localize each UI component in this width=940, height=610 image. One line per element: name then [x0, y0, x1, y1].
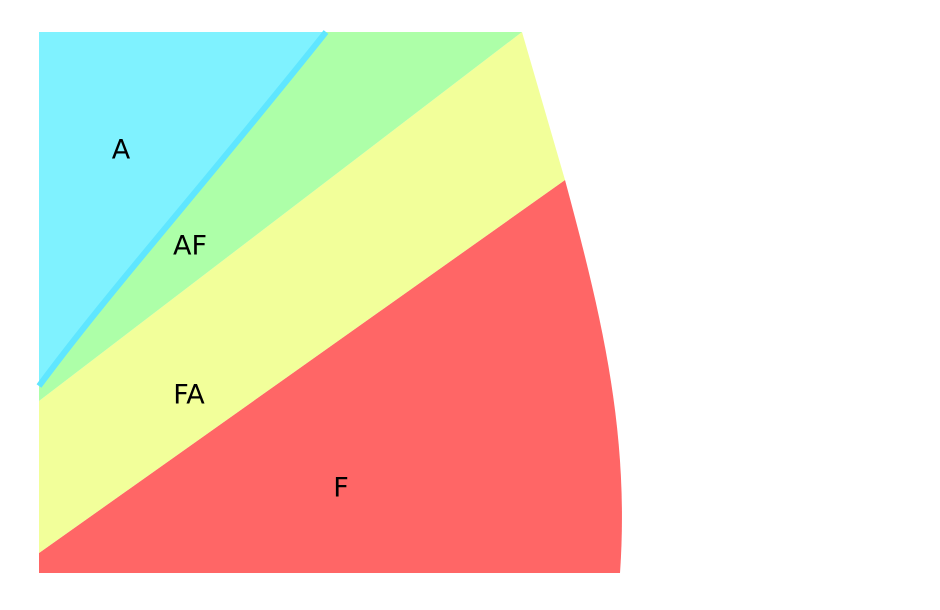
region-fa [39, 32, 565, 553]
region-f [39, 180, 622, 573]
region-label-af: AF [173, 231, 207, 262]
region-a-border [36, 30, 329, 388]
region-label-f: F [333, 473, 349, 504]
region-label-fa: FA [173, 380, 205, 411]
region-label-a: A [112, 135, 131, 166]
region-af [39, 32, 522, 401]
